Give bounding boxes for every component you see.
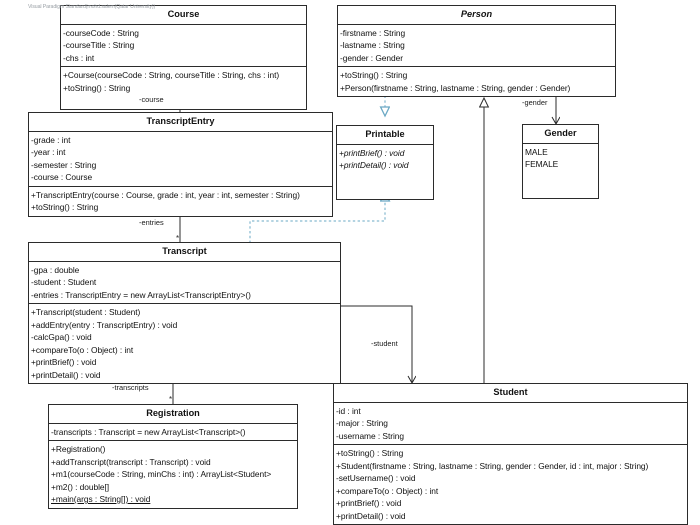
uml-class-gender[interactable]: Gender MALE FEMALE (522, 124, 599, 199)
operation-row-static-text: +main(args : String[]) : void (51, 494, 151, 504)
attribute-row: -semester : String (31, 159, 97, 170)
attribute-row: -courseCode : String (63, 27, 139, 38)
uml-class-printable[interactable]: Printable +printBrief() : void +printDet… (336, 125, 434, 200)
attributes-course: -courseCode : String -courseTitle : Stri… (61, 24, 306, 67)
attribute-row: -firstname : String (340, 27, 406, 38)
class-name-registration: Registration (49, 405, 297, 424)
operation-row: +Course(courseCode : String, courseTitle… (63, 70, 280, 80)
operation-row: +Person(firstname : String, lastname : S… (340, 82, 571, 93)
class-name-printable: Printable (337, 126, 433, 145)
operation-row: +addTranscript(transcript : Transcript) … (51, 456, 211, 467)
edge-label-gender: -gender (522, 98, 548, 107)
attributes-transcript: -gpa : double -student : Student -entrie… (29, 261, 340, 304)
operation-row: +toString() : String (31, 202, 99, 212)
edge-label-course: -course (139, 95, 164, 104)
uml-class-registration[interactable]: Registration -transcripts : Transcript =… (48, 404, 298, 509)
uml-class-transcriptentry[interactable]: TranscriptEntry -grade : int -year : int… (28, 112, 333, 217)
operation-row: +toString() : String (63, 82, 131, 93)
attribute-row: -username : String (336, 430, 404, 441)
enum-literal-spacer (523, 183, 598, 196)
enum-literal-row: MALE (525, 146, 548, 157)
uml-class-course[interactable]: Course -courseCode : String -courseTitle… (60, 5, 307, 110)
enum-literal-row: FEMALE (525, 159, 559, 169)
uml-class-student[interactable]: Student -id : int -major : String -usern… (333, 383, 688, 525)
operations-course: +Course(courseCode : String, courseTitle… (61, 67, 306, 109)
attribute-row: -courseTitle : String (63, 40, 135, 50)
operation-row: +printDetail() : void (31, 369, 101, 380)
operation-row-spacer (337, 172, 433, 185)
attribute-row: -chs : int (63, 52, 95, 63)
attribute-row: -id : int (336, 405, 361, 416)
uml-class-transcript[interactable]: Transcript -gpa : double -student : Stud… (28, 242, 341, 384)
operation-row: +m2() : double[] (51, 481, 110, 492)
operation-row: +printDetail() : void (336, 510, 406, 521)
operation-row: +printBrief() : void (336, 498, 402, 508)
class-name-student: Student (334, 384, 687, 403)
operations-printable: +printBrief() : void +printDetail() : vo… (337, 144, 433, 199)
operations-transcript: +Transcript(student : Student) +addEntry… (29, 304, 340, 383)
operations-registration: +Registration() +addTranscript(transcrip… (49, 441, 297, 508)
attribute-row: -course : Course (31, 172, 93, 182)
operation-row: +Registration() (51, 444, 106, 454)
attribute-row: -gender : Gender (340, 52, 403, 63)
operations-student: +toString() : String +Student(firstname … (334, 445, 687, 524)
operation-row-static: +main(args : String[]) : void (49, 493, 297, 506)
svg-text:*: * (169, 395, 172, 404)
operation-row: -calcGpa() : void (31, 332, 92, 342)
operation-row-spacer (61, 94, 306, 107)
enum-literal-spacer (523, 171, 598, 184)
class-name-course: Course (61, 6, 306, 25)
literals-gender: MALE FEMALE (523, 143, 598, 198)
edge-label-transcripts: -transcripts (112, 383, 149, 392)
operation-row: +printBrief() : void (339, 147, 405, 158)
class-name-person: Person (338, 6, 615, 25)
class-name-gender: Gender (523, 125, 598, 144)
operation-row: +compareTo(o : Object) : int (336, 485, 439, 496)
operation-row: +TranscriptEntry(course : Course, grade … (31, 189, 300, 200)
operation-row: +Transcript(student : Student) (31, 307, 141, 317)
operation-row-spacer (337, 184, 433, 197)
operation-row: +addEntry(entry : TranscriptEntry) : voi… (31, 319, 178, 330)
edge-label-student: -student (371, 339, 398, 348)
operation-row: +Student(firstname : String, lastname : … (336, 460, 649, 471)
attribute-row: -gpa : double (31, 264, 80, 275)
attribute-row: -grade : int (31, 134, 71, 145)
operation-row: +toString() : String (340, 70, 408, 80)
operation-row: +compareTo(o : Object) : int (31, 344, 134, 355)
edge-label-entries: -entries (139, 218, 164, 227)
attributes-student: -id : int -major : String -username : St… (334, 402, 687, 445)
attribute-row: -transcripts : Transcript = new ArrayLis… (51, 426, 246, 437)
operations-person: +toString() : String +Person(firstname :… (338, 67, 615, 96)
operation-row: +toString() : String (336, 448, 404, 458)
attribute-row: -major : String (336, 418, 388, 428)
class-name-transcript: Transcript (29, 243, 340, 262)
attributes-person: -firstname : String -lastname : String -… (338, 24, 615, 67)
operation-row: +m1(courseCode : String, minChs : int) :… (51, 469, 272, 479)
uml-class-person[interactable]: Person -firstname : String -lastname : S… (337, 5, 616, 97)
attributes-transcriptentry: -grade : int -year : int -semester : Str… (29, 131, 332, 187)
operations-transcriptentry: +TranscriptEntry(course : Course, grade … (29, 186, 332, 216)
attribute-row: -student : Student (31, 277, 97, 287)
class-name-transcriptentry: TranscriptEntry (29, 113, 332, 132)
attribute-row: -entries : TranscriptEntry = new ArrayLi… (31, 289, 251, 300)
attribute-row: -lastname : String (340, 40, 405, 50)
operation-row: +printBrief() : void (31, 357, 97, 367)
watermark-label: Visual Paradigm Standard(mohd.salem(Qata… (28, 4, 156, 10)
attributes-registration: -transcripts : Transcript = new ArrayLis… (49, 423, 297, 441)
operation-row: +printDetail() : void (339, 160, 409, 170)
attribute-row: -year : int (31, 147, 66, 157)
operation-row: -setUsername() : void (336, 473, 416, 483)
